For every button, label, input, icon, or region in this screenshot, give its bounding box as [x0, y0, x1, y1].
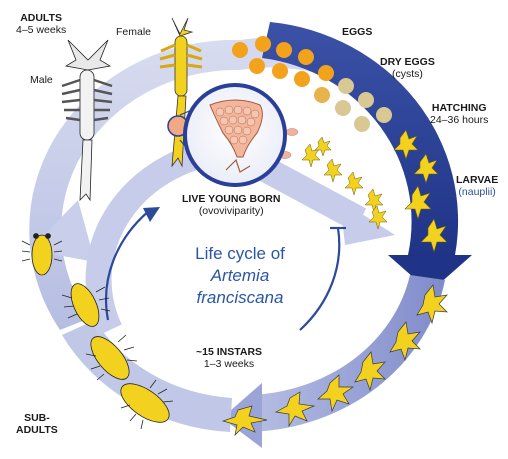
label-instars-title: ~15 INSTARS [196, 346, 262, 358]
inner-arrow-head [340, 200, 395, 245]
cyst-icon [335, 100, 351, 116]
label-subadults: SUB- ADULTS [16, 412, 58, 436]
label-subadults-line2: ADULTS [16, 424, 58, 436]
label-instars-sub: 1–3 weeks [196, 358, 262, 370]
label-female: Female [116, 26, 151, 38]
center-title-line1: Life cycle of [175, 243, 305, 265]
label-eggs-title: EGGS [342, 26, 372, 38]
nauplius-icon [365, 189, 383, 212]
center-title-line2: Artemia [175, 265, 305, 287]
center-title-line3: franciscana [175, 287, 305, 309]
cyst-icon [358, 92, 374, 108]
label-larvae-sub: (nauplii) [456, 186, 498, 198]
center-arc-right [300, 228, 339, 330]
brood-pouch-inset [185, 85, 285, 185]
embryo-icon [286, 129, 298, 136]
egg-icon [318, 65, 334, 81]
cyst-icon [338, 78, 354, 94]
label-subadults-line1: SUB- [16, 412, 58, 424]
egg-icon [255, 36, 271, 52]
label-adults-sub: 4–5 weeks [16, 24, 66, 36]
label-live-young-sub: (ovoviviparity) [182, 205, 280, 217]
cyst-icon [376, 107, 392, 123]
label-hatching-sub: 24–36 hours [430, 114, 488, 126]
egg-icon [249, 58, 265, 74]
label-adults-title: ADULTS [16, 12, 66, 24]
egg-icon [294, 71, 310, 87]
nauplius-icon [324, 159, 342, 182]
nauplius-icon [345, 172, 363, 195]
label-dry-eggs-sub: (cysts) [380, 68, 435, 80]
label-adults: ADULTS 4–5 weeks [16, 12, 66, 36]
label-instars: ~15 INSTARS 1–3 weeks [196, 346, 262, 370]
egg-icon [272, 63, 288, 79]
label-dry-eggs: DRY EGGS (cysts) [380, 56, 435, 80]
label-male: Male [30, 74, 53, 86]
egg-icon [298, 49, 314, 65]
egg-icon [276, 42, 292, 58]
label-live-young-title: LIVE YOUNG BORN [182, 193, 280, 205]
center-title: Life cycle of Artemia franciscana [175, 243, 305, 309]
nauplius-icon [315, 137, 331, 156]
cyst-icon [354, 116, 370, 132]
egg-icon [314, 87, 330, 103]
label-eggs: EGGS [342, 26, 372, 38]
label-larvae: LARVAE (nauplii) [456, 174, 498, 198]
label-live-young: LIVE YOUNG BORN (ovoviviparity) [182, 193, 280, 217]
label-hatching: HATCHING 24–36 hours [430, 102, 488, 126]
egg-icon [232, 42, 248, 58]
label-dry-eggs-title: DRY EGGS [380, 56, 435, 68]
label-larvae-title: LARVAE [456, 174, 498, 186]
label-hatching-title: HATCHING [430, 102, 488, 114]
